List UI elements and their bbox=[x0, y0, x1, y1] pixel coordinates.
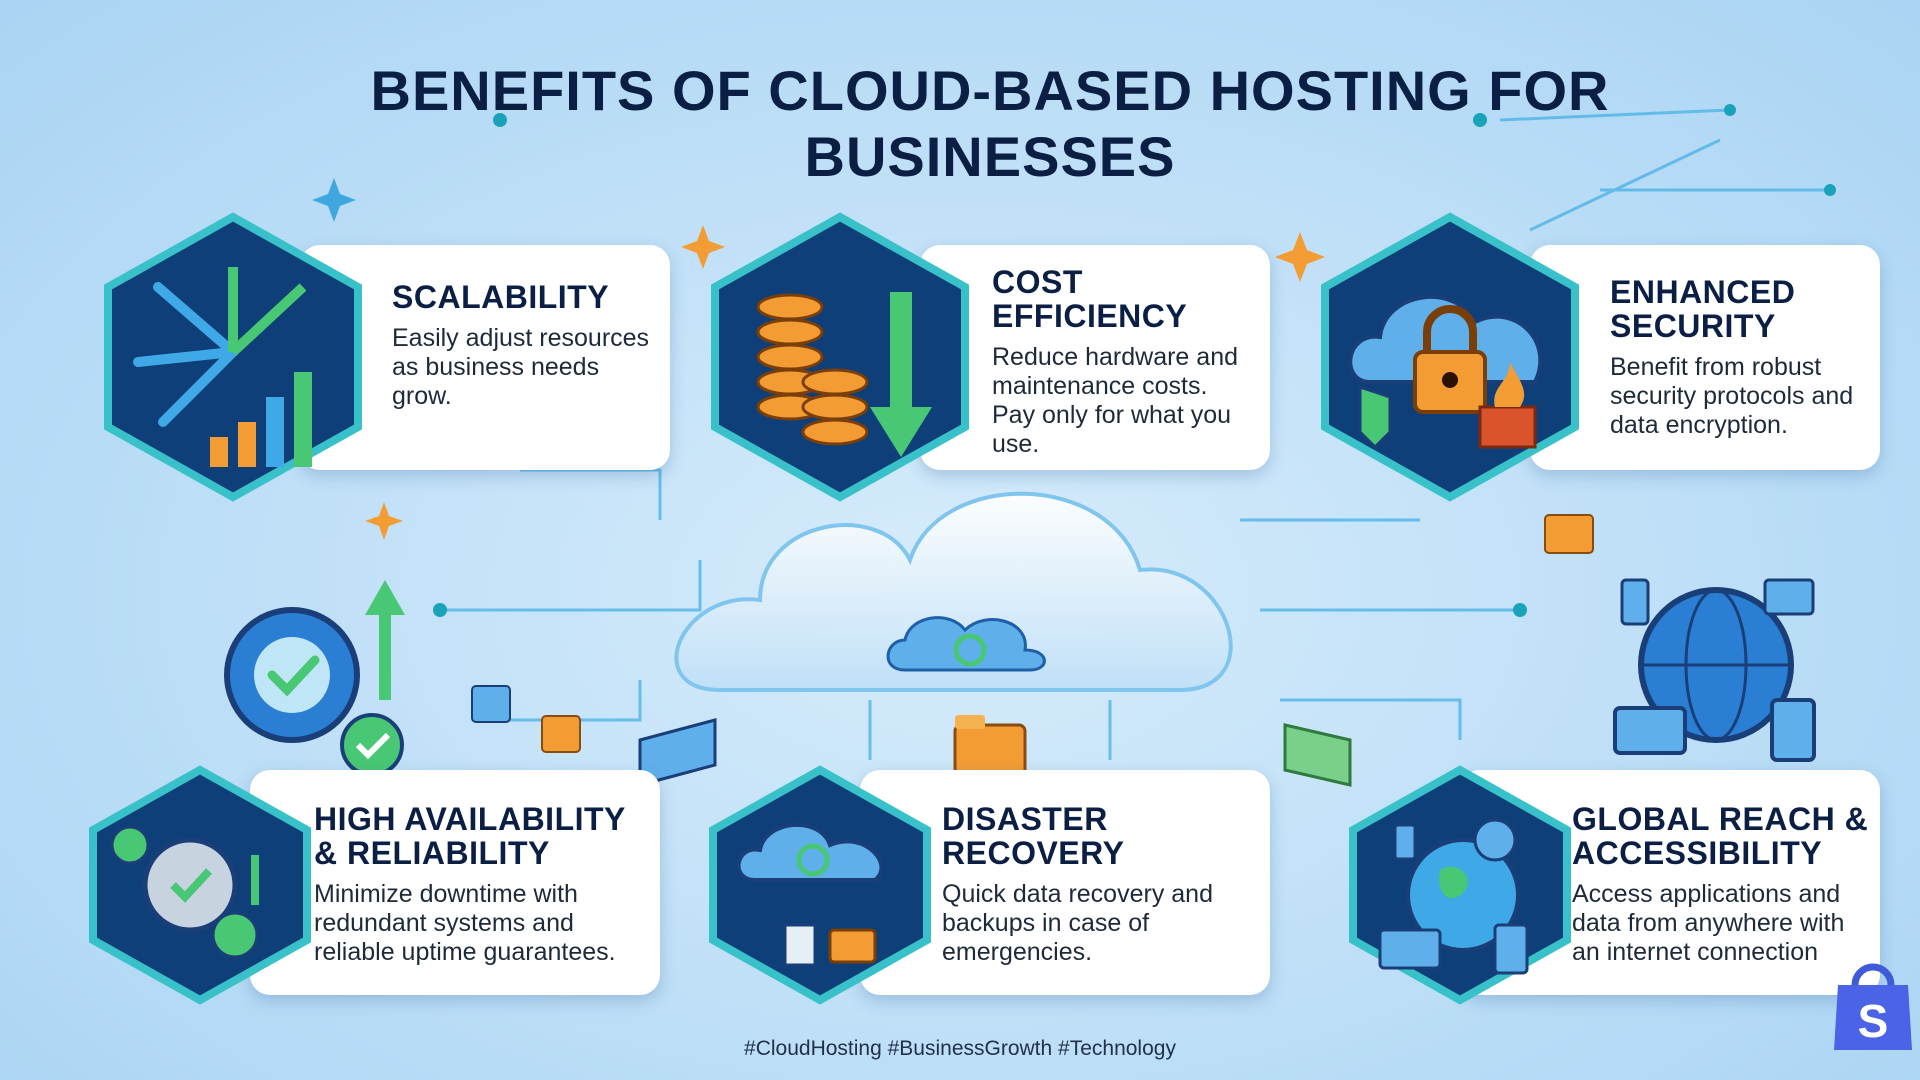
benefit-card-scalability: SCALABILITY Easily adjust resources as b… bbox=[300, 245, 670, 470]
cloud-recycle-backup-icon bbox=[709, 765, 931, 1005]
globe-devices-icon bbox=[1349, 765, 1571, 1005]
benefit-card-high-availability: HIGH AVAILABILITY & RELIABILITY Minimize… bbox=[250, 770, 660, 995]
shopping-bag-logo-icon[interactable]: S bbox=[1830, 955, 1916, 1055]
benefit-card-enhanced-security: ENHANCED SECURITY Benefit from robust se… bbox=[1530, 245, 1880, 470]
gear-check-decoration-icon bbox=[224, 580, 405, 777]
benefit-card-global-reach: GLOBAL REACH & ACCESSIBILITY Access appl… bbox=[1460, 770, 1880, 995]
card-title: GLOBAL REACH & ACCESSIBILITY bbox=[1572, 801, 1869, 871]
card-title: DISASTER RECOVERY bbox=[942, 801, 1125, 871]
card-description: Reduce hardware and maintenance costs. P… bbox=[992, 343, 1238, 458]
card-title: COST EFFICIENCY bbox=[992, 264, 1188, 334]
card-description: Easily adjust resources as business need… bbox=[392, 324, 650, 410]
scalability-arrows-chart-icon bbox=[104, 212, 362, 502]
center-folder-icon bbox=[953, 715, 1027, 777]
globe-devices-decoration-icon bbox=[1613, 578, 1816, 762]
coins-down-arrow-icon bbox=[711, 212, 969, 502]
card-description: Quick data recovery and backups in case … bbox=[942, 880, 1213, 966]
card-title: SCALABILITY bbox=[392, 279, 610, 315]
card-title: HIGH AVAILABILITY & RELIABILITY bbox=[314, 801, 626, 871]
cloud-lock-firewall-icon bbox=[1321, 212, 1579, 502]
card-title: ENHANCED SECURITY bbox=[1610, 274, 1796, 344]
center-cloud-recycle-icon bbox=[886, 616, 1046, 672]
gear-check-uptime-icon bbox=[89, 765, 311, 1005]
page-title: BENEFITS OF CLOUD-BASED HOSTING FOR BUSI… bbox=[370, 59, 1610, 188]
card-description: Access applications and data from anywhe… bbox=[1572, 880, 1845, 966]
card-description: Benefit from robust security protocols a… bbox=[1610, 353, 1854, 439]
svg-text:S: S bbox=[1858, 995, 1889, 1047]
benefit-card-cost-efficiency: COST EFFICIENCY Reduce hardware and main… bbox=[920, 245, 1270, 470]
hashtags-footer: #CloudHosting #BusinessGrowth #Technolog… bbox=[744, 1037, 1176, 1060]
card-description: Minimize downtime with redundant systems… bbox=[314, 880, 616, 966]
